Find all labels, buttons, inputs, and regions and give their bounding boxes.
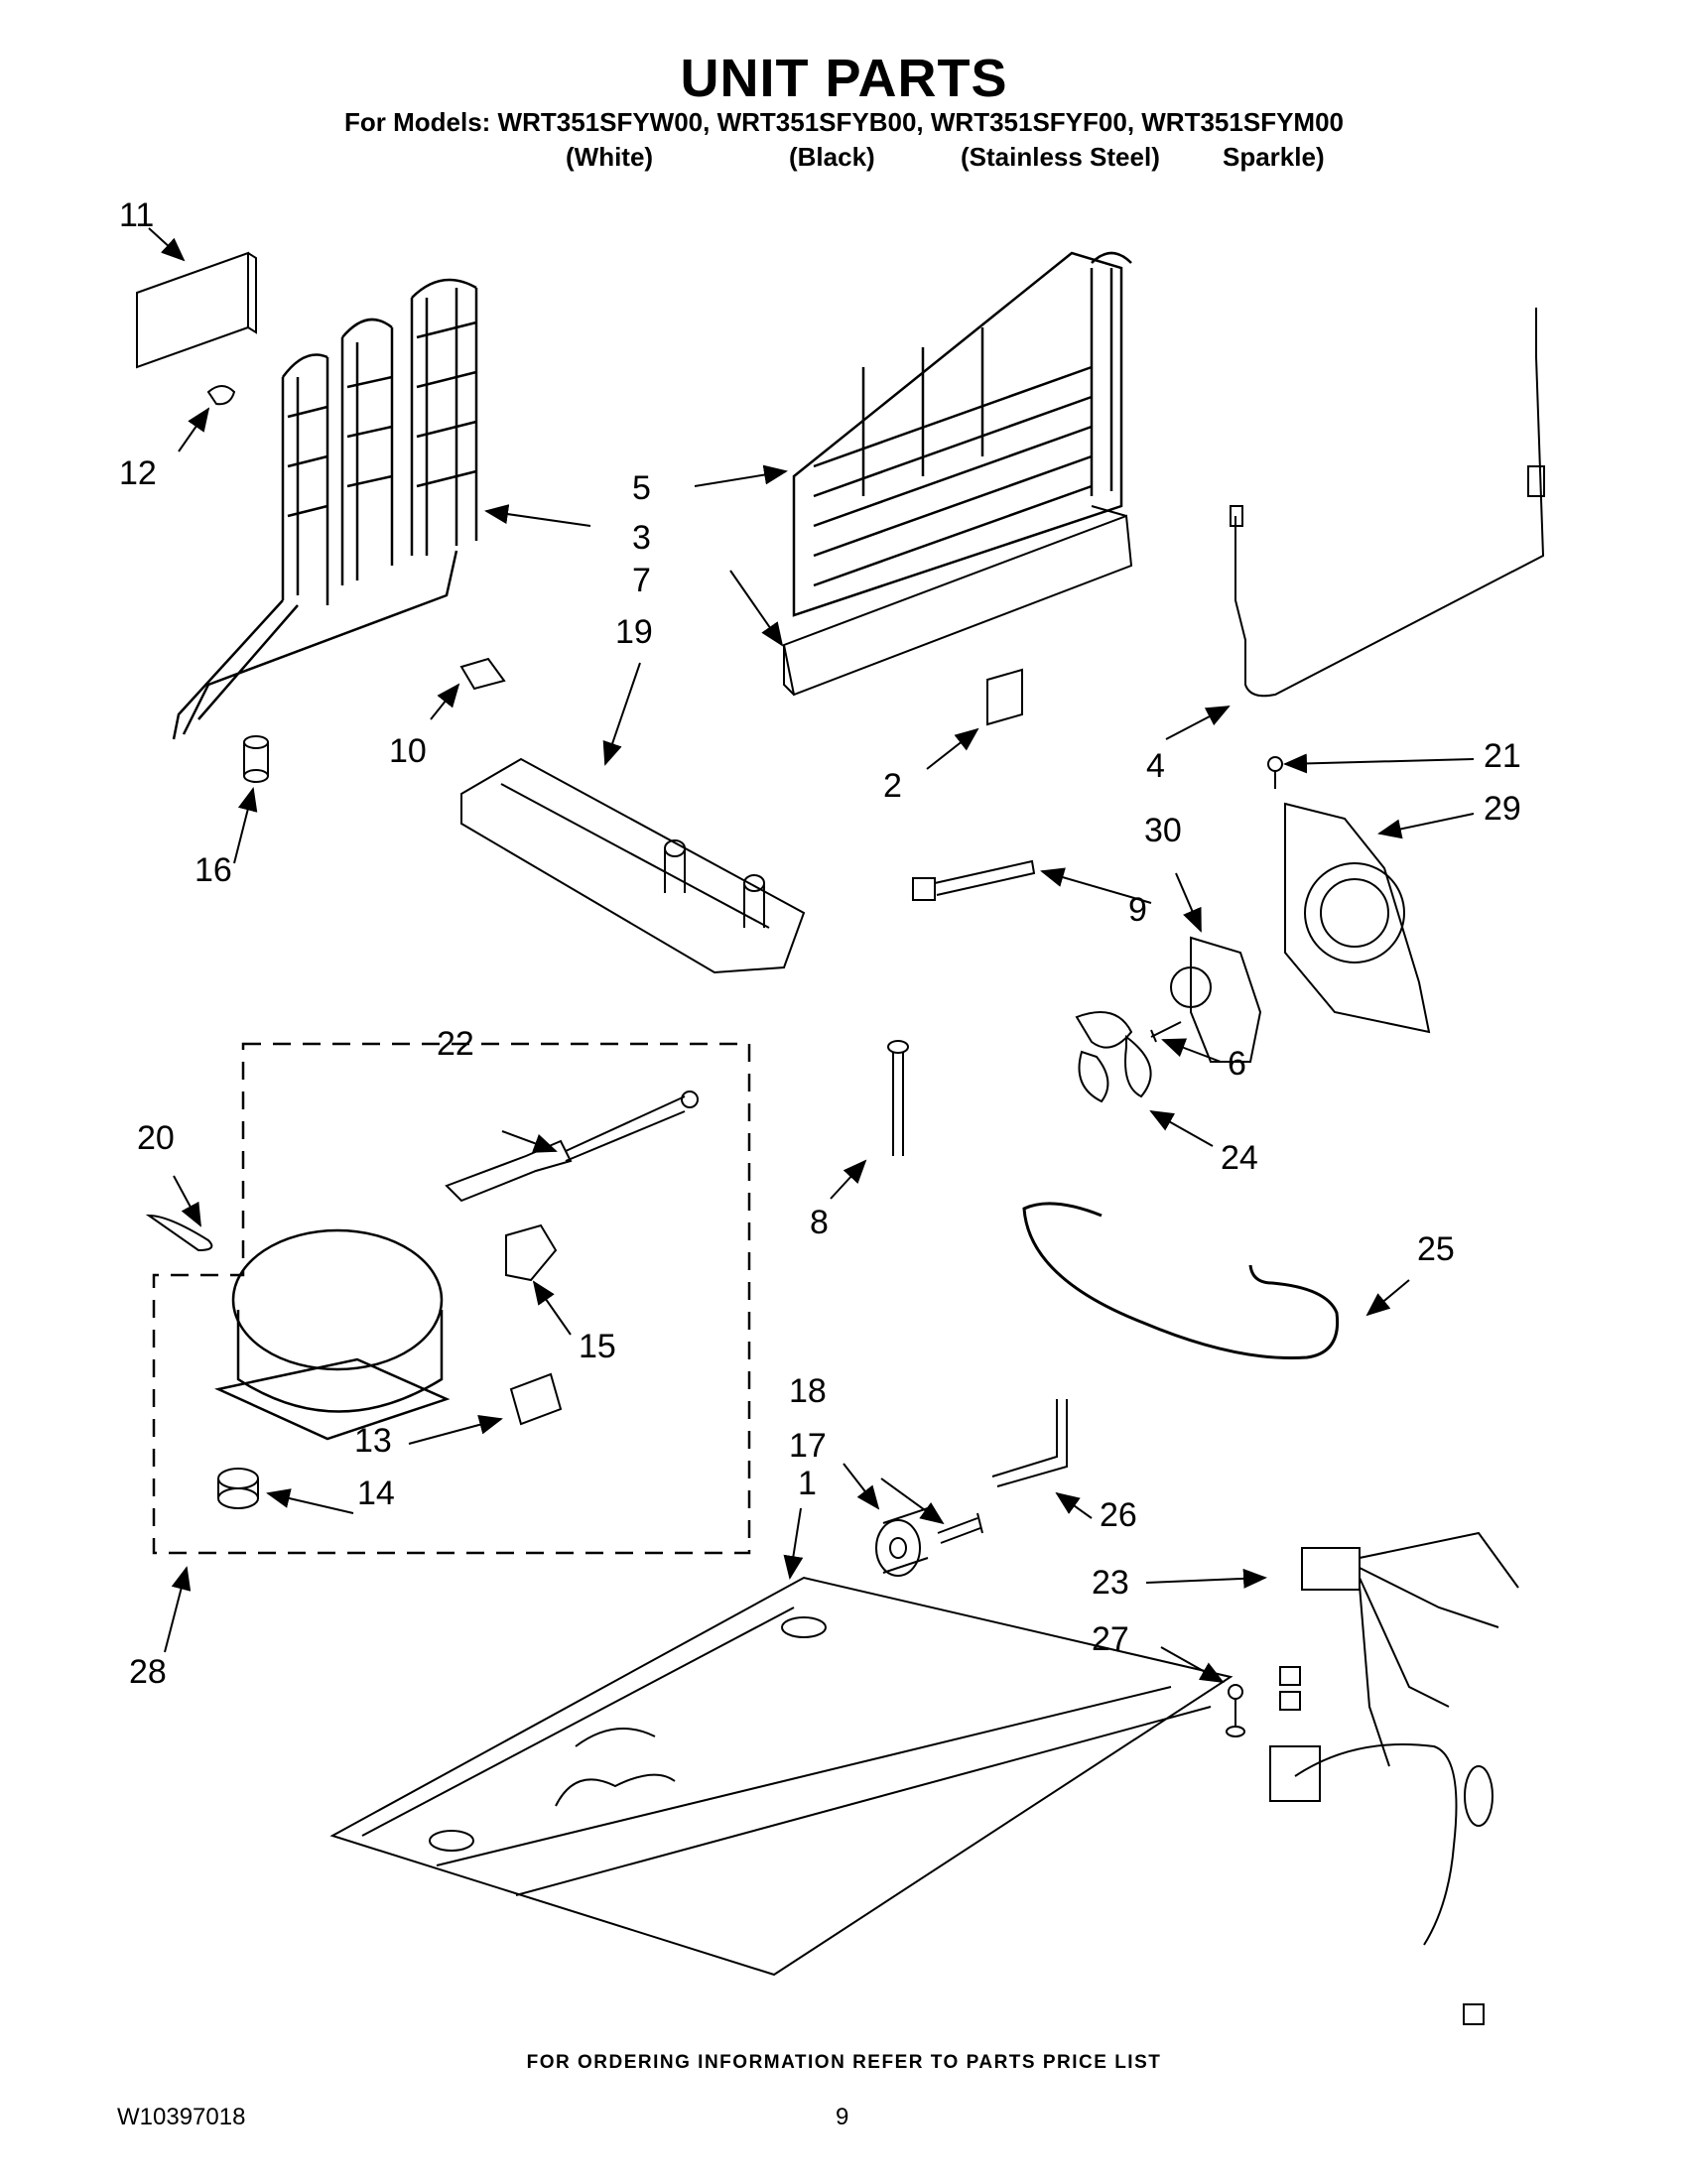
axle-part — [937, 1512, 983, 1544]
callout-26: 26 — [1100, 1496, 1137, 1534]
wiring-harness-part — [1269, 1531, 1519, 2025]
condenser-part — [172, 278, 478, 740]
callout-30: 30 — [1144, 812, 1182, 849]
callout-10: 10 — [389, 732, 427, 770]
callout-8: 8 — [810, 1204, 829, 1241]
fan-blade-part — [1075, 1011, 1152, 1103]
callout-4: 4 — [1146, 747, 1165, 785]
page-title: UNIT PARTS — [680, 49, 1008, 108]
callout-5: 5 — [632, 469, 651, 507]
screw-27-part — [1226, 1684, 1245, 1737]
clip-part — [206, 385, 236, 406]
cable-tie-part — [912, 859, 1036, 901]
callout-2: 2 — [883, 767, 902, 805]
callout-14: 14 — [357, 1475, 395, 1512]
dryer-part — [243, 735, 269, 783]
callout-20: 20 — [137, 1119, 175, 1157]
callout-1: 1 — [798, 1465, 817, 1502]
fan-shroud-part — [1284, 802, 1431, 1034]
screw-6-part — [1150, 1021, 1182, 1043]
callout-11: 11 — [119, 196, 155, 234]
callout-17: 17 — [789, 1427, 827, 1465]
callout-29: 29 — [1484, 790, 1521, 828]
compressor-group-outline — [152, 1042, 751, 1555]
callout-13: 13 — [354, 1422, 392, 1460]
drier-part — [445, 1091, 699, 1203]
tube-26-part — [991, 1399, 1068, 1487]
variant-stainless: (Stainless Steel) — [961, 142, 1160, 172]
tube-25-part — [1022, 1202, 1340, 1360]
callout-15: 15 — [579, 1328, 616, 1365]
bracket-part — [136, 251, 257, 369]
callout-9: 9 — [1128, 891, 1147, 929]
callout-24: 24 — [1221, 1139, 1258, 1177]
models-line: For Models: WRT351SFYW00, WRT351SFYB00, … — [343, 107, 1344, 137]
screw-21-part — [1267, 756, 1283, 789]
fan-motor-part — [1170, 936, 1262, 1063]
bracket-2-part — [986, 668, 1023, 726]
callout-21: 21 — [1484, 737, 1521, 775]
thermistor-part — [1230, 308, 1545, 698]
ordering-note: FOR ORDERING INFORMATION REFER TO PARTS … — [526, 2052, 1162, 2073]
callout-27: 27 — [1092, 1620, 1129, 1658]
variant-sparkle: Sparkle) — [1223, 142, 1325, 172]
callout-23: 23 — [1092, 1564, 1129, 1602]
callout-25: 25 — [1417, 1230, 1455, 1268]
callout-7: 7 — [632, 562, 651, 599]
callout-12: 12 — [119, 454, 157, 492]
callout-6: 6 — [1228, 1045, 1246, 1083]
overload-part — [509, 1372, 563, 1426]
evaporator-part — [792, 251, 1132, 617]
document-number: W10397018 — [117, 2104, 246, 2130]
variant-black: (Black) — [789, 142, 875, 172]
callout-18: 18 — [789, 1372, 827, 1410]
callout-19: 19 — [615, 613, 653, 651]
callout-3: 3 — [632, 519, 651, 557]
callout-22: 22 — [437, 1025, 474, 1063]
callout-28: 28 — [129, 1653, 167, 1691]
evaporator-tray-part — [782, 505, 1133, 697]
roller-part — [875, 1507, 929, 1577]
clip-10-part — [459, 657, 506, 691]
clip-20-part — [145, 1214, 213, 1252]
base-plate-part — [329, 1576, 1234, 1977]
drain-pan-part — [460, 757, 806, 974]
relay-part — [505, 1223, 558, 1282]
page-number: 9 — [836, 2104, 849, 2130]
variant-white: (White) — [566, 142, 654, 172]
callout-16: 16 — [195, 851, 232, 889]
compressor-part — [214, 1228, 451, 1441]
drain-tube-part — [887, 1040, 909, 1156]
grommet-part — [217, 1468, 259, 1509]
